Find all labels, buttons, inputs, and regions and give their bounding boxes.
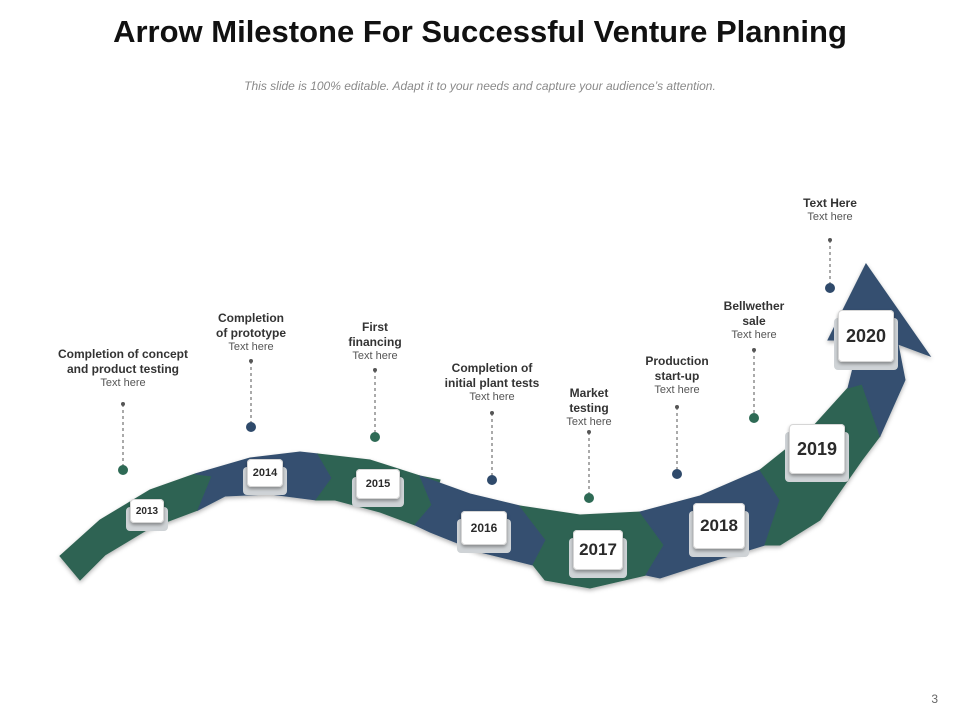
milestone-pin-dot	[584, 493, 594, 503]
milestone-heading: First financing	[348, 320, 402, 349]
milestone-pin-dot	[672, 469, 682, 479]
milestone-text: Text here	[469, 391, 515, 403]
leader-top-dot	[373, 368, 377, 372]
milestone-heading: Production start-up	[645, 354, 709, 383]
milestone-text: Text here	[807, 211, 853, 223]
leader-top-dot	[675, 405, 679, 409]
leader-top-dot	[490, 411, 494, 415]
milestone-pin-dot	[487, 475, 497, 485]
leader-top-dot	[587, 430, 591, 434]
milestone-text: Text here	[352, 350, 398, 362]
year-box-2015: 2015	[356, 469, 400, 499]
milestone-heading: Market testing	[569, 386, 609, 415]
year-box-2013: 2013	[130, 499, 164, 523]
page-subtitle: This slide is 100% editable. Adapt it to…	[244, 79, 716, 93]
milestone-text: Text here	[100, 377, 146, 389]
milestone-heading: Completion of initial plant tests	[444, 361, 540, 390]
milestone-text: Text here	[228, 341, 274, 353]
milestone-text: Text here	[566, 416, 612, 428]
milestone-text: Text here	[654, 384, 700, 396]
leader-top-dot	[249, 359, 253, 363]
leader-top-dot	[121, 402, 125, 406]
milestone-pin-dot	[370, 432, 380, 442]
leader-top-dot	[828, 238, 832, 242]
milestone-heading: Text Here	[803, 196, 857, 210]
year-box-2018: 2018	[693, 503, 745, 549]
milestone-heading: Completion of concept and product testin…	[58, 347, 188, 376]
page-number: 3	[931, 692, 938, 706]
leader-top-dot	[752, 348, 756, 352]
page-title: Arrow Milestone For Successful Venture P…	[113, 14, 847, 49]
milestone-heading: Bellwether sale	[723, 299, 785, 328]
milestone-pin-dot	[118, 465, 128, 475]
milestone-label: Completion of concept and product testin…	[38, 347, 208, 391]
year-box-2019: 2019	[789, 424, 845, 474]
milestone-text: Text here	[731, 329, 777, 341]
year-box-2017: 2017	[573, 530, 623, 570]
year-box-2020: 2020	[838, 310, 894, 362]
year-box-2014: 2014	[247, 459, 283, 487]
milestone-pin-dot	[749, 413, 759, 423]
milestone-heading: Completion of prototype	[216, 311, 286, 340]
milestone-pin-dot	[825, 283, 835, 293]
year-box-2016: 2016	[461, 511, 507, 545]
milestone-pin-dot	[246, 422, 256, 432]
